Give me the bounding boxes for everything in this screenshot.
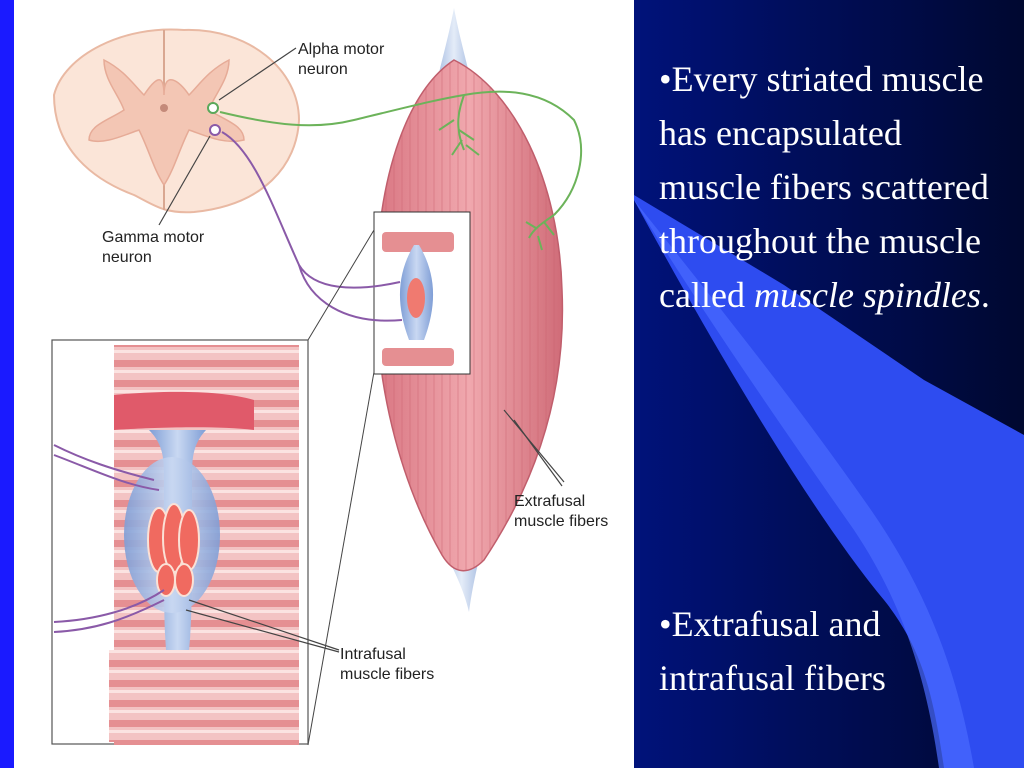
bullet1-main-text: •Every striated muscle has encapsulated … xyxy=(659,59,989,315)
label-extrafusal-muscle-fibers: Extrafusal muscle fibers xyxy=(514,493,609,530)
label-gamma-motor-neuron: Gamma motor neuron xyxy=(102,229,205,266)
spindle-inset xyxy=(51,339,309,745)
label-alpha-motor-neuron: Alpha motor neuron xyxy=(298,41,385,78)
spinal-cord-section xyxy=(52,28,301,214)
bullet-muscle-spindles: •Every striated muscle has encapsulated … xyxy=(659,52,1009,322)
spindle-cutaway xyxy=(373,211,471,375)
diagram-artwork xyxy=(51,8,582,746)
gamma-motor-axon xyxy=(221,131,403,322)
muscle-spindle-diagram: Alpha motor neuron Gamma motor neuron Ex… xyxy=(14,0,634,768)
bullet1-emphasis: muscle spindles xyxy=(753,275,981,315)
bullet-text-panel: •Every striated muscle has encapsulated … xyxy=(634,0,1024,768)
bullet1-period: . xyxy=(980,275,990,315)
bullet-extrafusal-intrafusal: •Extrafusal and intrafusal fibers xyxy=(659,604,886,698)
alpha-motor-axon xyxy=(219,90,582,251)
slide-left-accent-bar xyxy=(0,0,14,768)
label-intrafusal-muscle-fibers: Intrafusal muscle fibers xyxy=(340,646,435,683)
text-panel-background xyxy=(634,0,1024,768)
